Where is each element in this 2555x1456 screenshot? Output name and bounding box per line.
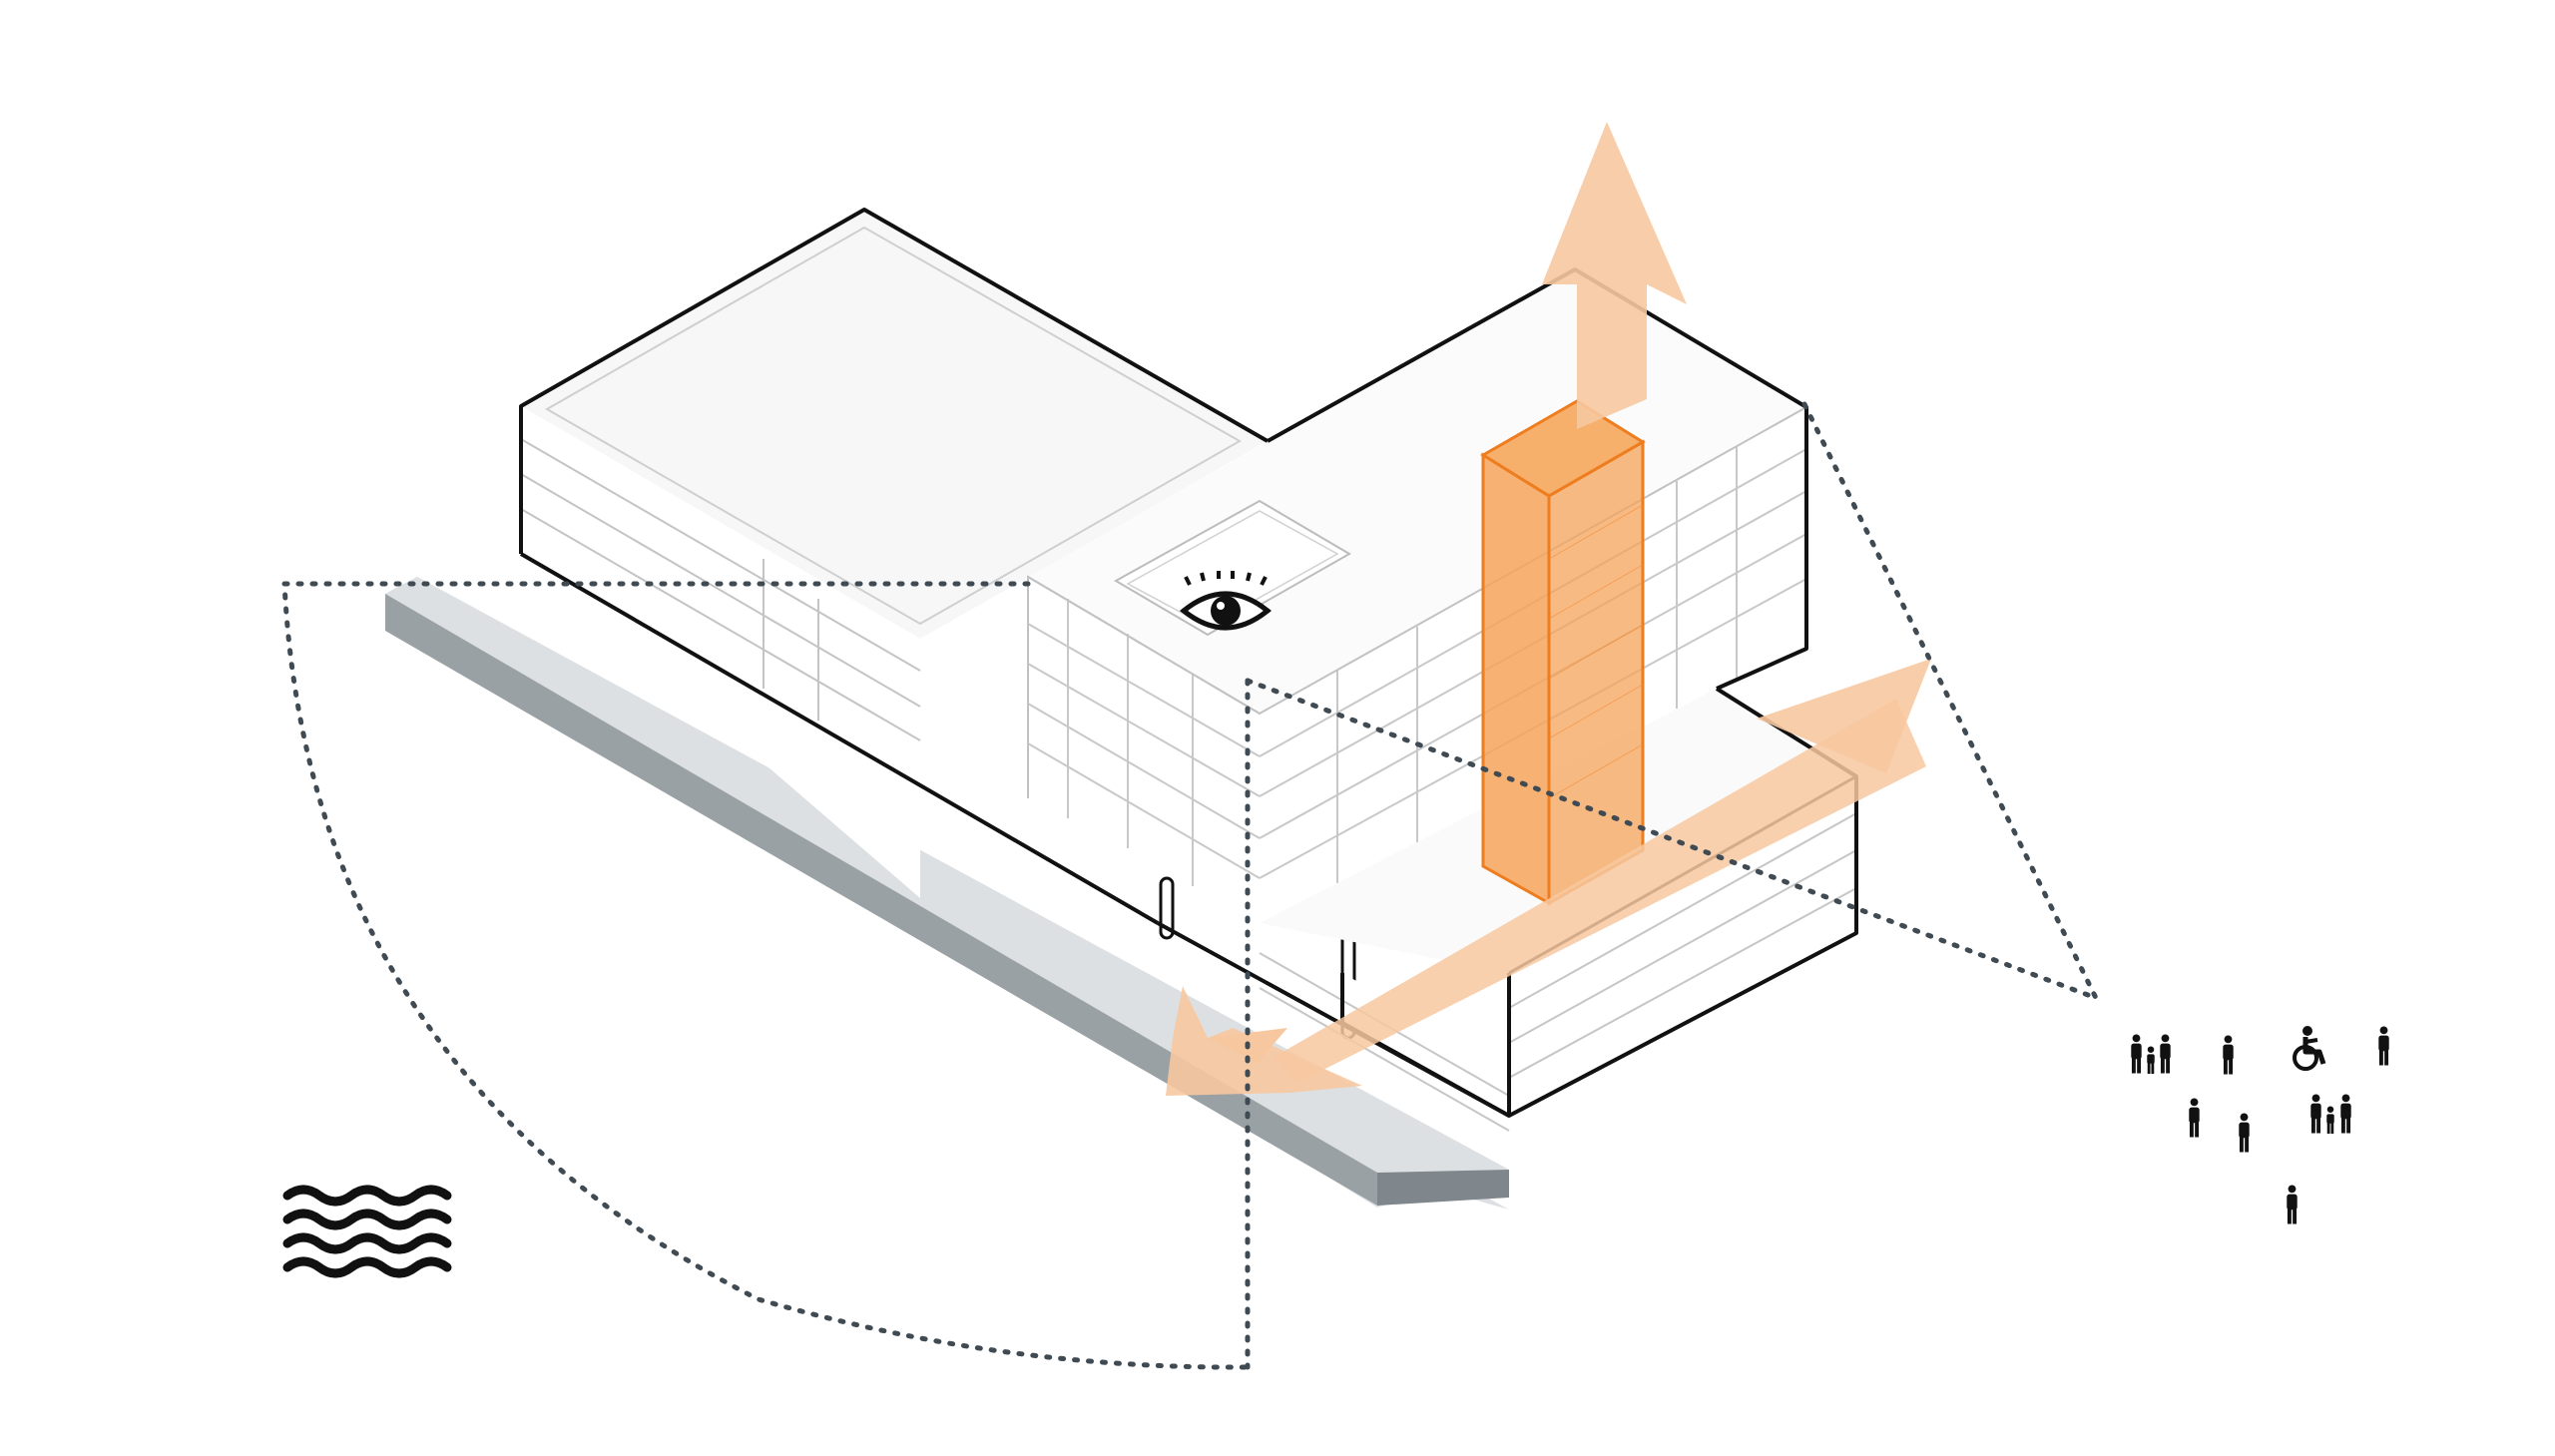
horizontal-circulation-arrow: [1166, 659, 1931, 1096]
core-side: [1547, 439, 1645, 906]
left-block-roof-inner: [544, 226, 1243, 626]
eye-icon: [1180, 571, 1272, 631]
pedestrians-icon: [2131, 1026, 2389, 1224]
orange-core-volume: [1480, 399, 1646, 906]
left-block-front: [521, 406, 920, 898]
plinth-side: [385, 594, 1377, 1206]
left-block: [519, 208, 1269, 925]
roof-courtyard: [1113, 499, 1351, 637]
view-line-upper-right: [1801, 401, 2099, 1001]
water-waves-icon: [282, 1185, 452, 1278]
view-line-to-people: [1245, 678, 2099, 1001]
core-front: [1481, 452, 1551, 906]
vertical-circulation-arrow: [1542, 122, 1687, 429]
plinth-end: [1377, 1170, 1509, 1206]
upper-front-face: [1028, 577, 1260, 923]
wheelchair-user-icon: [2293, 1026, 2326, 1071]
view-cone-lines: [281, 401, 2099, 1370]
left-block-outline: [519, 208, 1269, 554]
view-arc-left: [281, 581, 1251, 1370]
